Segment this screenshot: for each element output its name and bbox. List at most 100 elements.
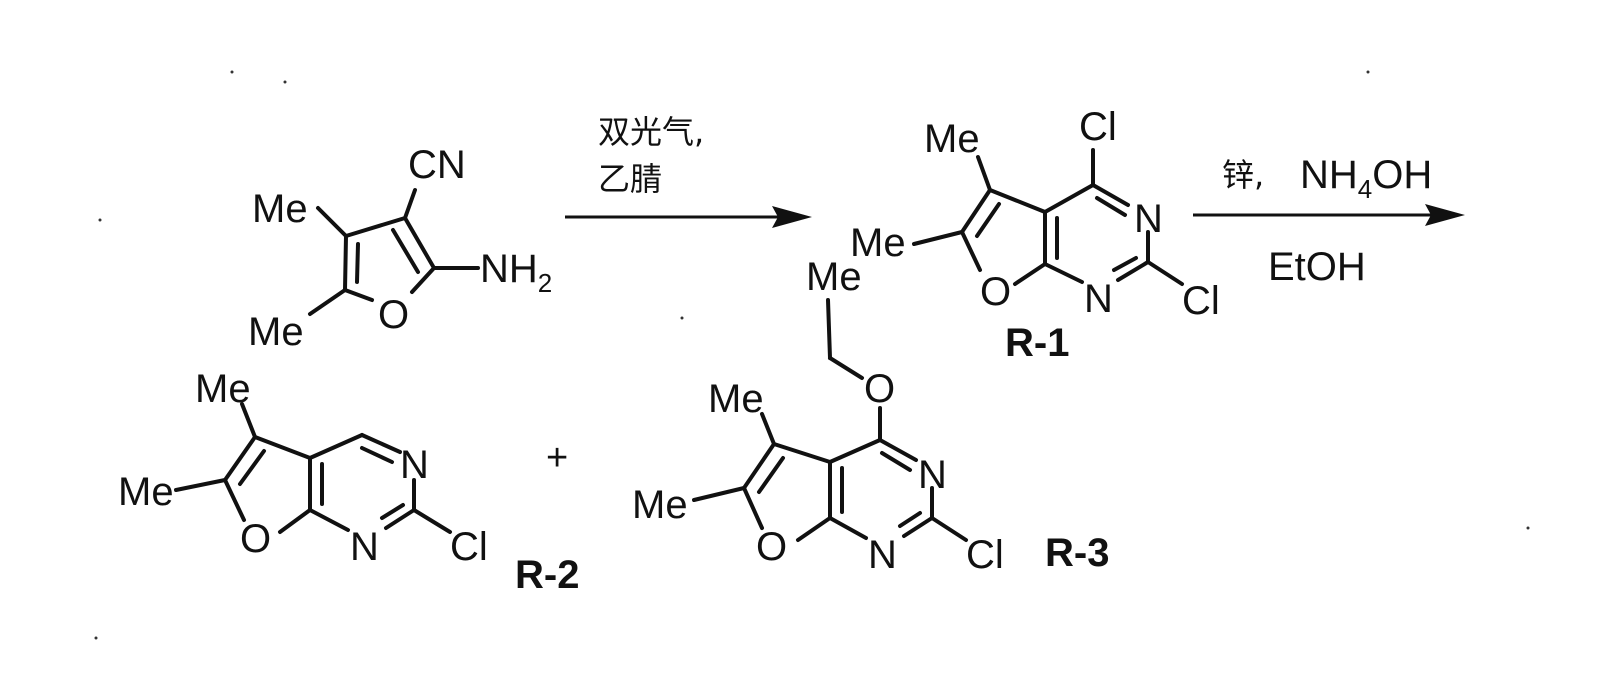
step2-solvent-label: EtOH xyxy=(1268,245,1366,289)
bond xyxy=(174,478,227,492)
nitrogen-label: N xyxy=(350,525,379,569)
bond xyxy=(742,486,764,530)
me-label: Me xyxy=(248,310,304,354)
bond xyxy=(960,188,992,234)
bond xyxy=(316,206,348,238)
speck xyxy=(1526,526,1530,530)
reaction-arrow-1: 双光气, 乙腈 xyxy=(565,113,812,228)
oxygen-label: O xyxy=(240,517,271,561)
nitrogen-label: N xyxy=(400,443,429,487)
compound-label-r3: R-3 xyxy=(1045,531,1109,575)
bond xyxy=(308,508,350,532)
chlorine-label: Cl xyxy=(966,533,1004,577)
me-label: Me xyxy=(806,255,862,299)
bond xyxy=(1116,260,1150,282)
bond xyxy=(930,516,968,542)
step2-zinc-label: 锌, xyxy=(1222,156,1264,194)
bond xyxy=(826,298,832,360)
bond xyxy=(1112,256,1138,272)
bond xyxy=(975,202,1001,238)
bond xyxy=(772,442,832,464)
nh2-subscript: 2 xyxy=(538,268,552,298)
bond xyxy=(692,486,746,502)
bond xyxy=(1043,262,1084,284)
bond xyxy=(403,216,436,270)
nitrogen-label: N xyxy=(918,453,947,497)
starting-material-structure: CN Me Me O NH2 xyxy=(248,143,552,354)
compound-label-r2: R-2 xyxy=(515,553,579,597)
speck xyxy=(94,636,98,640)
r2-structure: Me Me N N O Cl R-2 xyxy=(118,367,579,597)
bond xyxy=(912,230,964,246)
bond xyxy=(960,230,982,272)
bond xyxy=(828,356,864,380)
r3-structure: Me O Me Me N N O Cl R-3 xyxy=(632,255,1109,577)
oxygen-label: O xyxy=(378,293,409,337)
bond xyxy=(878,438,918,462)
me-label: Me xyxy=(195,367,251,411)
speck xyxy=(1366,70,1370,74)
nh-text: NH xyxy=(480,247,538,291)
bond xyxy=(223,478,246,522)
arrow-head xyxy=(1425,204,1465,226)
bond xyxy=(828,516,868,540)
oxygen-label: O xyxy=(756,525,787,569)
bond xyxy=(410,266,436,294)
speck xyxy=(98,218,102,222)
bond xyxy=(757,456,785,494)
speck xyxy=(230,70,234,74)
bond xyxy=(343,234,348,292)
base-subscript: 4 xyxy=(1358,174,1372,204)
bond xyxy=(796,516,832,542)
bond xyxy=(898,511,922,528)
bond xyxy=(412,508,452,534)
nitrogen-label: N xyxy=(868,533,897,577)
cn-label: CN xyxy=(408,143,466,187)
nh2-label: NH2 xyxy=(480,247,552,298)
bond xyxy=(344,216,407,238)
step1-reagents-line1: 双光气, xyxy=(598,113,704,151)
compound-label-r1: R-1 xyxy=(1005,321,1069,365)
nitrogen-label: N xyxy=(1084,277,1113,321)
bond xyxy=(223,435,257,482)
bond xyxy=(380,503,405,520)
bond xyxy=(355,242,360,284)
bond xyxy=(988,188,1047,214)
oxygen-label: O xyxy=(864,367,895,411)
chlorine-label: Cl xyxy=(450,525,488,569)
speck xyxy=(283,80,287,84)
bond xyxy=(403,188,417,220)
chlorine-label: Cl xyxy=(1182,279,1220,323)
arrow-head xyxy=(772,206,812,228)
oxygen-label: O xyxy=(980,270,1011,314)
bond xyxy=(238,449,266,486)
bond xyxy=(360,446,394,464)
bond xyxy=(1091,183,1130,207)
bond xyxy=(384,508,416,530)
me-label: Me xyxy=(924,117,980,161)
scan-specks xyxy=(94,70,1530,640)
bond xyxy=(308,433,364,460)
me-label: Me xyxy=(118,470,174,514)
bond xyxy=(902,516,934,538)
me-label: Me xyxy=(708,377,764,421)
bond xyxy=(880,451,912,472)
bond xyxy=(253,435,312,460)
speck xyxy=(680,316,684,320)
bond xyxy=(343,288,374,302)
base-tail: OH xyxy=(1372,153,1432,197)
bond xyxy=(360,433,402,454)
bond xyxy=(742,442,776,490)
me-label: Me xyxy=(252,187,308,231)
step2-base-label: NH4OH xyxy=(1300,153,1432,204)
bond xyxy=(760,412,776,446)
base-text: NH xyxy=(1300,153,1358,197)
bond xyxy=(976,155,992,192)
bond xyxy=(240,402,257,439)
bond xyxy=(1043,183,1095,214)
reaction-arrow-2: 锌, NH4OH EtOH xyxy=(1193,153,1465,289)
bond xyxy=(1013,262,1047,286)
me-label: Me xyxy=(850,221,906,265)
plus-sign: + xyxy=(546,437,568,479)
